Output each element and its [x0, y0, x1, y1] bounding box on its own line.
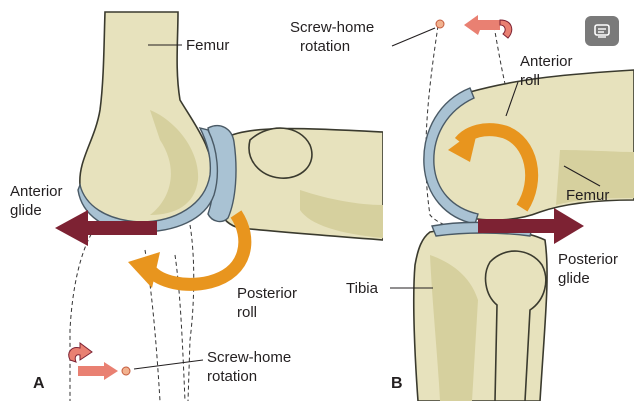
- posterior-roll-arrow: [145, 210, 252, 291]
- panel-a: Femur Anterior glide Posterior roll Scre…: [10, 11, 383, 401]
- label-femur-b: Femur: [566, 187, 609, 204]
- panel-label-b: B: [391, 375, 403, 392]
- label-screw-home-a-2: rotation: [207, 368, 257, 385]
- panel-label-a: A: [33, 375, 45, 392]
- label-anterior-roll-2: roll: [520, 72, 540, 89]
- anterior-glide-arrow: [85, 221, 157, 235]
- fibula-head-a: [248, 127, 313, 179]
- caption-button[interactable]: [585, 16, 619, 46]
- screw-home-arrow-a: [68, 342, 93, 363]
- label-screw-home-b-2: rotation: [300, 38, 350, 55]
- label-anterior-roll-1: Anterior: [520, 53, 573, 70]
- label-tibia-b: Tibia: [346, 280, 379, 297]
- caption-icon: [594, 24, 610, 38]
- rotation-axis-dot-b: [435, 19, 445, 29]
- label-posterior-roll-1: Posterior: [237, 285, 297, 302]
- label-screw-home-a-1: Screw-home: [207, 349, 291, 366]
- screw-home-arrow-b: [499, 19, 513, 39]
- label-femur-a: Femur: [186, 37, 229, 54]
- label-anterior-glide-2: glide: [10, 202, 42, 219]
- label-posterior-glide-1: Posterior: [558, 251, 618, 268]
- label-anterior-glide-1: Anterior: [10, 183, 63, 200]
- posterior-glide-arrow: [478, 219, 558, 233]
- label-posterior-roll-2: roll: [237, 304, 257, 321]
- label-posterior-glide-2: glide: [558, 270, 590, 287]
- label-screw-home-b-1: Screw-home: [290, 19, 374, 36]
- panel-b: B: [390, 15, 634, 401]
- fibula-b: [484, 250, 547, 401]
- rotation-axis-dot-a: [121, 366, 131, 376]
